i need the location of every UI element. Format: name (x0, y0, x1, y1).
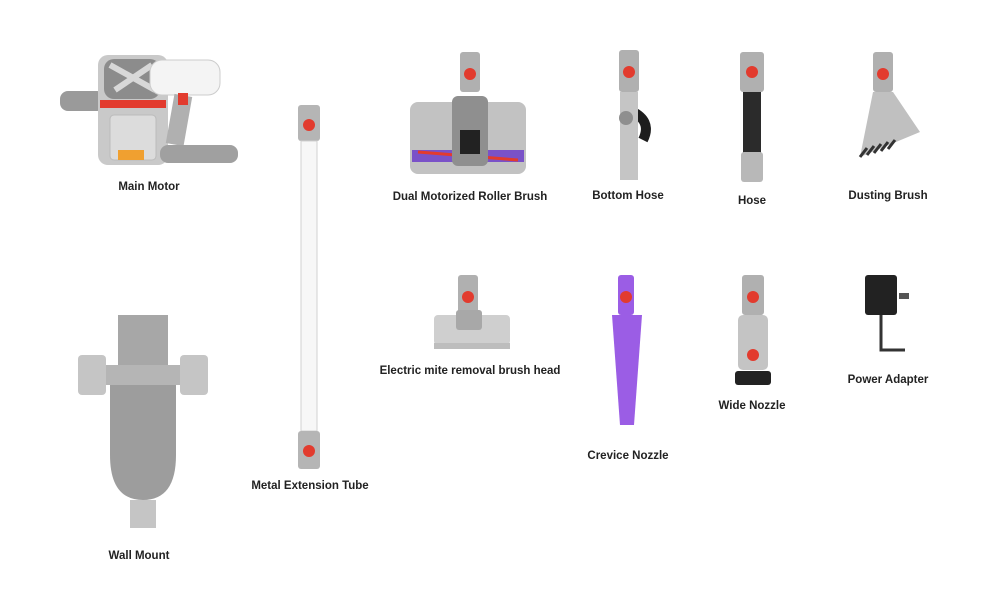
main-motor-image (60, 55, 238, 165)
crevice-nozzle-image (612, 275, 642, 425)
hose-image (740, 52, 764, 182)
wall-mount-label: Wall Mount (108, 550, 170, 562)
dual-roller-brush-image (410, 52, 526, 174)
metal-extension-tube-image (298, 105, 320, 469)
wide-nozzle-image (735, 275, 771, 385)
wide-nozzle-label: Wide Nozzle (718, 400, 786, 412)
hose-label: Hose (737, 195, 767, 207)
bottom-hose-label: Bottom Hose (592, 190, 664, 202)
crevice-nozzle-label: Crevice Nozzle (587, 450, 669, 462)
mite-brush-image (434, 275, 510, 349)
bottom-hose-image (619, 50, 651, 180)
dual-roller-brush-label: Dual Motorized Roller Brush (392, 191, 548, 203)
mite-brush-label: Electric mite removal brush head (379, 365, 561, 377)
dusting-brush-image (858, 52, 920, 158)
dusting-brush-label: Dusting Brush (848, 190, 928, 202)
metal-extension-tube-label: Metal Extension Tube (251, 480, 369, 492)
wall-mount-image (78, 315, 208, 528)
power-adapter-image (865, 275, 909, 352)
main-motor-label: Main Motor (118, 181, 180, 193)
power-adapter-label: Power Adapter (847, 374, 929, 386)
